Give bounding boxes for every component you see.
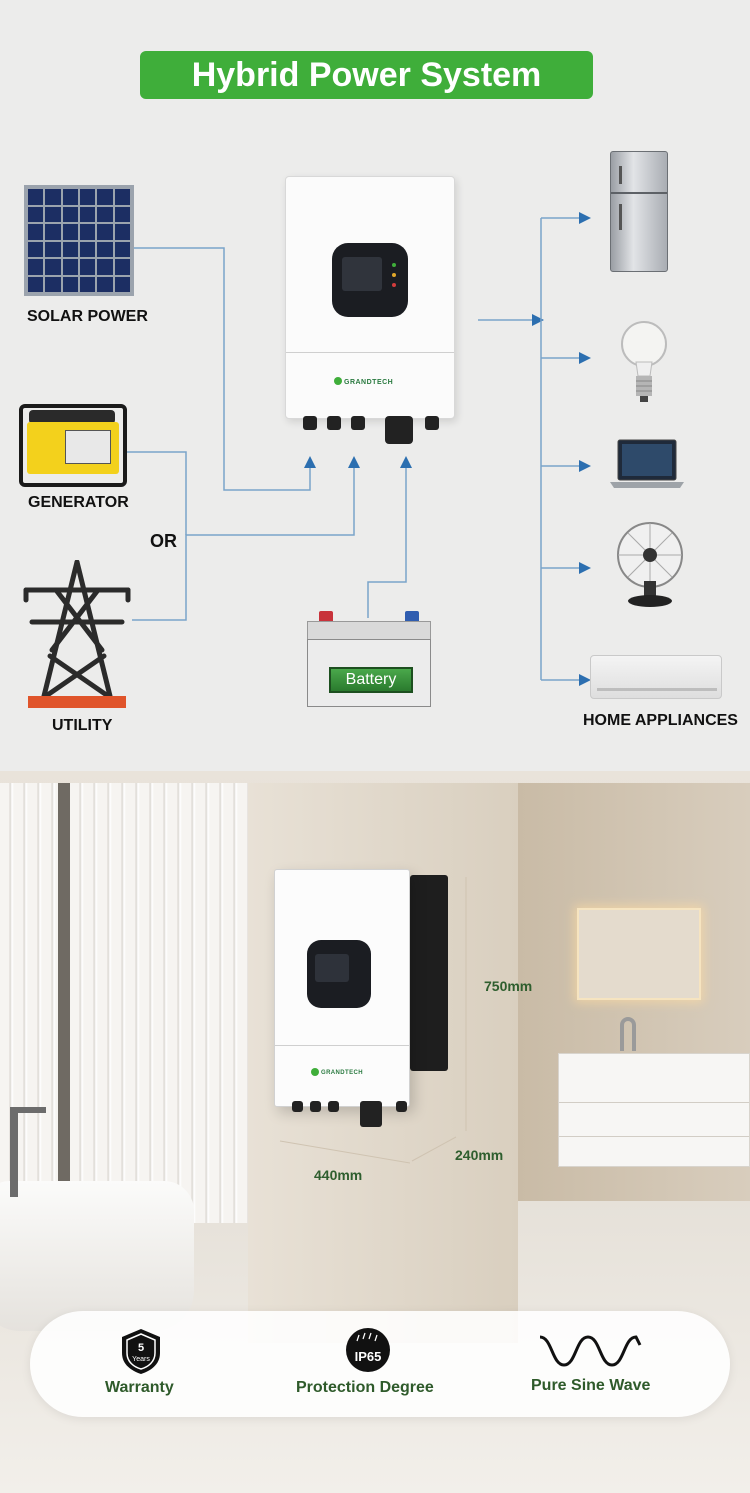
fan-icon (617, 522, 683, 607)
solar-cell (45, 224, 61, 240)
solar-power-label: SOLAR POWER (27, 308, 148, 325)
solar-cell (114, 189, 130, 205)
solar-cell (97, 206, 113, 222)
laptop-icon (610, 439, 684, 488)
battery-icon: Battery (307, 611, 431, 707)
solar-cell (45, 241, 61, 257)
mirror (577, 908, 701, 1000)
warranty-unit: Years (132, 1356, 150, 1363)
hybrid-inverter: GRANDTECH (285, 176, 455, 419)
solar-cell (28, 224, 44, 240)
solar-cell (114, 224, 130, 240)
solar-cell (62, 259, 78, 275)
pure-sine-wave-label: Pure Sine Wave (531, 1377, 651, 1394)
solar-cell (62, 224, 78, 240)
solar-cell (79, 276, 96, 292)
home-appliances-label: HOME APPLIANCES (583, 712, 738, 729)
connection-wires (127, 212, 591, 686)
solar-cell (97, 241, 113, 257)
protection-degree-label: Protection Degree (296, 1379, 434, 1396)
width-dimension: 440mm (314, 1167, 363, 1183)
solar-cell (97, 189, 113, 205)
battery-wire (367, 456, 412, 618)
utility-wire (132, 456, 360, 621)
product-photo: GRANDTECH 750mm 440mm 240mm 5 Years Warr… (0, 771, 750, 1493)
solar-cell (79, 224, 96, 240)
solar-cell (28, 259, 44, 275)
solar-cell (97, 224, 113, 240)
solar-cell (114, 241, 130, 257)
solar-cell (79, 259, 96, 275)
solar-cell (62, 189, 78, 205)
inverter-brand: GRANDTECH (344, 379, 394, 386)
depth-dimension: 240mm (455, 1147, 504, 1163)
solar-cell (114, 259, 130, 275)
window-blinds (0, 783, 248, 1223)
brand-logo-icon (334, 377, 342, 385)
brand-logo-icon (311, 1068, 319, 1076)
inverter-ports (303, 416, 443, 446)
solar-cell (45, 259, 61, 275)
height-dimension: 750mm (484, 978, 533, 994)
tap-icon (620, 1017, 636, 1051)
solar-cell (79, 206, 96, 222)
solar-cell (62, 241, 78, 257)
generator-icon (19, 404, 127, 487)
warranty-shield-icon: 5 Years (122, 1329, 160, 1374)
sine-wave-icon (539, 1335, 642, 1367)
solar-cell (114, 276, 130, 292)
solar-cell (45, 276, 61, 292)
ip65-badge-icon: IP65 (346, 1328, 390, 1372)
inverter-display (307, 940, 371, 1008)
inverter-display (332, 243, 408, 317)
solar-cell (45, 206, 61, 222)
page-title: Hybrid Power System (140, 51, 593, 99)
solar-panel-icon (24, 185, 134, 296)
inverter-brand: GRANDTECH (321, 1070, 363, 1076)
generator-label: GENERATOR (28, 494, 129, 511)
generator-wire (127, 451, 187, 535)
hybrid-inverter-product: GRANDTECH (274, 869, 410, 1107)
solar-cell (62, 206, 78, 222)
solar-cell (79, 189, 96, 205)
air-conditioner-icon (590, 655, 722, 699)
feature-bar: 5 Years Warranty IP65 Protection Degree … (30, 1311, 730, 1417)
warranty-years: 5 (138, 1342, 144, 1354)
solar-cell (97, 259, 113, 275)
solar-wire (134, 247, 316, 491)
solar-cell (28, 241, 44, 257)
fridge-icon (610, 151, 668, 272)
solar-cell (114, 206, 130, 222)
dimension-lines (279, 877, 467, 1164)
or-label: OR (150, 531, 177, 551)
solar-cell (97, 276, 113, 292)
inverter-ports (292, 1101, 412, 1129)
warranty-label: Warranty (105, 1379, 174, 1396)
solar-cell (62, 276, 78, 292)
solar-cell (28, 206, 44, 222)
battery-label: Battery (329, 667, 413, 693)
utility-tower-icon (23, 560, 131, 708)
bathtub (0, 1181, 194, 1331)
mounting-bracket (410, 875, 448, 1071)
light-bulb-icon (621, 321, 667, 402)
hybrid-power-diagram: Hybrid Power System SOLAR POWER GENE (0, 0, 750, 771)
solar-cell (45, 189, 61, 205)
solar-cell (28, 189, 44, 205)
vanity-cabinet (558, 1053, 750, 1167)
ip-rating: IP65 (355, 1349, 382, 1364)
solar-cell (79, 241, 96, 257)
solar-cell (28, 276, 44, 292)
utility-label: UTILITY (52, 717, 113, 734)
